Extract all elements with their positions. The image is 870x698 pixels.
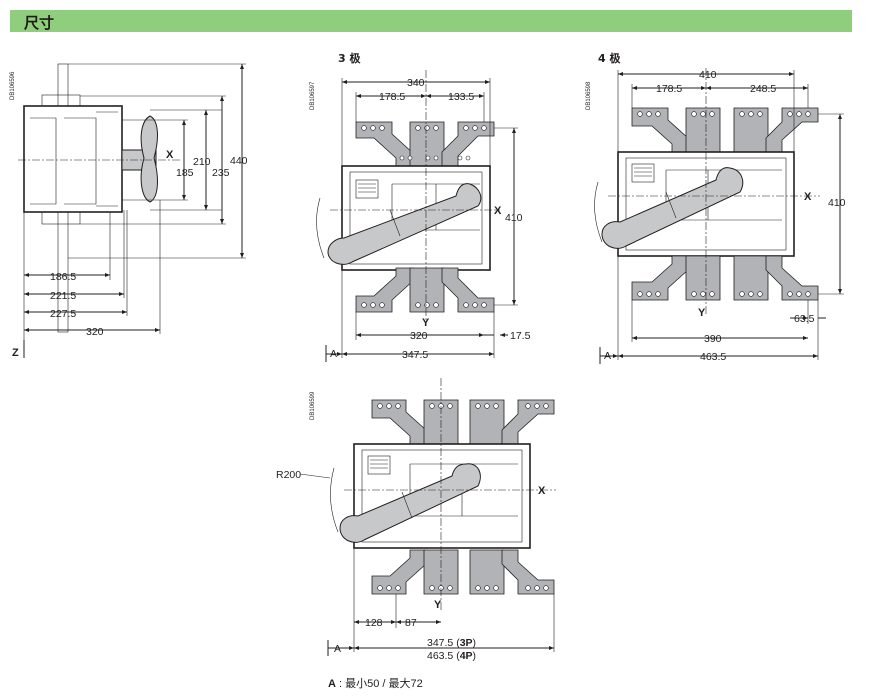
- pole3-dim-178: 178.5: [379, 91, 405, 103]
- pole3-drawing-code: DB106597: [310, 81, 316, 110]
- side-axis-x: X: [166, 149, 174, 161]
- side-drawing-code: DB106596: [10, 71, 16, 100]
- front-dim-3p: 347.5 (3P): [427, 637, 476, 649]
- section-header: 尺寸: [10, 10, 852, 32]
- pole4-dim-410-top: 410: [699, 69, 717, 81]
- pole3-axis-y: Y: [422, 317, 430, 329]
- footnote-label: A: [328, 678, 336, 690]
- pole4-terminal-bottom-2: [685, 255, 721, 301]
- side-body: [23, 105, 123, 213]
- pole4-dim-410-right: 410: [828, 197, 846, 209]
- pole3-dim-17: 17.5: [510, 330, 531, 342]
- front-handle: [339, 463, 481, 543]
- front-dim-4p-tag: 4P: [460, 650, 473, 662]
- footnote-text: : 最小50 / 最大72: [335, 678, 423, 690]
- pole3-label: 3 极: [338, 51, 361, 65]
- front-dim-r200: R200: [276, 469, 301, 481]
- footnote: A : 最小50 / 最大72: [328, 675, 423, 691]
- side-dim-320: 320: [86, 326, 104, 338]
- pole3-dim-320: 320: [410, 330, 428, 342]
- front-terminal-top-4: [501, 399, 555, 445]
- pole3-axis-x: X: [494, 205, 502, 217]
- side-dim-186: 186.5: [50, 271, 76, 283]
- side-rotary-handle: [140, 115, 158, 203]
- section-title: 尺寸: [24, 15, 55, 32]
- side-dim-227: 227.5: [50, 308, 76, 320]
- pole3-dim-340: 340: [407, 77, 425, 89]
- front-dim-4p-end: ): [473, 650, 477, 662]
- pole3-dim-133: 133.5: [448, 91, 474, 103]
- side-dim-440: 440: [230, 155, 248, 167]
- pole4-dim-463: 463.5: [700, 351, 726, 363]
- side-dim-210: 210: [193, 156, 211, 168]
- front-dim-3p-tag: 3P: [460, 637, 473, 649]
- front-dim-128: 128: [365, 617, 383, 629]
- pole3-dim-347: 347.5: [402, 349, 428, 361]
- side-view: DB106596 X 185 210 235 440 186.5: [10, 63, 248, 359]
- side-dim-235: 235: [212, 167, 230, 179]
- front-dim-3p-end: ): [473, 637, 477, 649]
- pole4-label: 4 极: [598, 51, 621, 65]
- pole4-terminal-bottom-1: [631, 255, 689, 301]
- front-dim-4p: 463.5 (4P): [427, 650, 476, 662]
- front-dim-4p-value: 463.5 (: [427, 650, 460, 662]
- pole4-dim-390: 390: [704, 333, 722, 345]
- front-terminal-bottom-1: [371, 549, 427, 595]
- pole3-handle: [327, 183, 482, 265]
- front-terminal-bottom-4: [501, 549, 555, 595]
- pole3-view: 3 极 DB106597 X Y: [310, 51, 531, 362]
- pole4-view: 4 极 DB106598: [586, 51, 846, 364]
- pole4-axis-a: A: [604, 350, 611, 362]
- pole4-drawing-code: DB106598: [586, 81, 592, 110]
- pole3-terminal-bottom-1: [355, 267, 415, 313]
- pole4-dim-63: 63.5: [794, 313, 815, 325]
- front-drawing-code: DB106599: [310, 391, 316, 420]
- pole4-axis-y: Y: [698, 307, 706, 319]
- front-axis-y: Y: [434, 599, 442, 611]
- front-view: DB106599 X: [276, 378, 556, 662]
- pole3-axis-a: A: [330, 348, 337, 360]
- side-body-detail: [30, 117, 97, 205]
- side-bottom-terminal: [41, 211, 81, 225]
- front-dim-87: 87: [405, 617, 417, 629]
- side-dim-185: 185: [176, 167, 194, 179]
- pole4-axis-x: X: [804, 191, 812, 203]
- pole3-dim-410: 410: [505, 212, 523, 224]
- side-axis-z: Z: [12, 347, 19, 359]
- pole4-dim-248: 248.5: [750, 83, 776, 95]
- side-dim-221: 221.5: [50, 290, 76, 302]
- pole3-terminal-top-3: [441, 121, 495, 167]
- front-dim-3p-value: 347.5 (: [427, 637, 460, 649]
- pole4-terminal-bottom-4: [765, 255, 819, 301]
- side-top-terminal: [41, 94, 81, 108]
- pole4-dim-178: 178.5: [656, 83, 682, 95]
- pole4-terminal-top-4: [765, 107, 819, 153]
- front-axis-x: X: [538, 485, 546, 497]
- front-axis-a: A: [334, 643, 341, 655]
